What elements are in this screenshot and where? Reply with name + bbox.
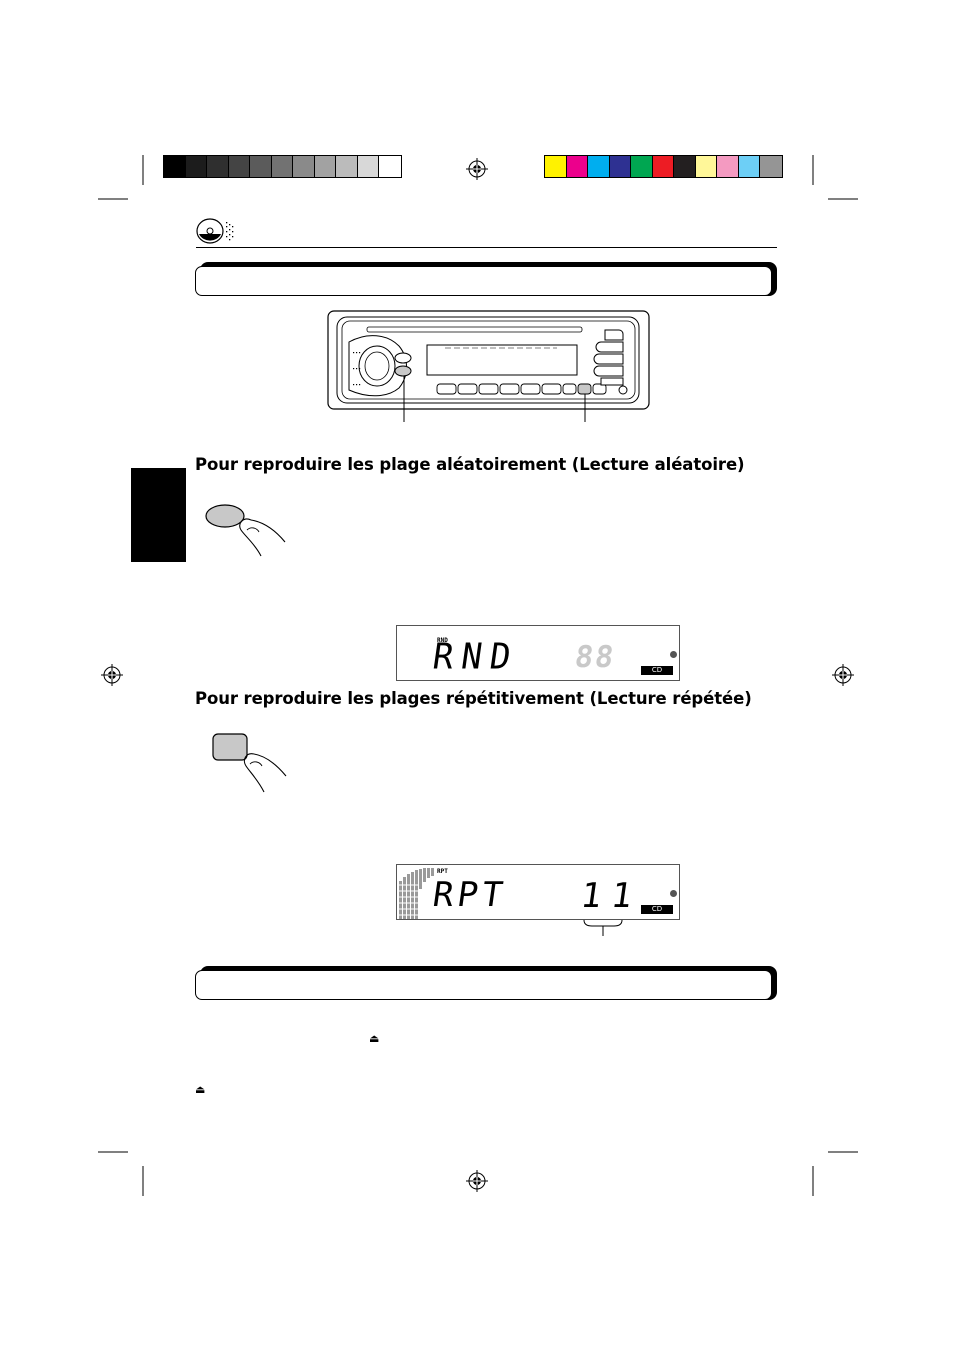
display-random: RND RND 88 CD bbox=[396, 625, 680, 681]
heading-repeat-play: Pour reproduire les plages répétitivemen… bbox=[195, 689, 752, 708]
color-swatch bbox=[545, 156, 567, 177]
display-main-text: RPT bbox=[430, 875, 510, 915]
color-swatch bbox=[609, 156, 631, 177]
color-swatch bbox=[652, 156, 674, 177]
color-swatch bbox=[357, 156, 379, 177]
registration-mark-icon bbox=[466, 158, 488, 180]
grayscale-calibration-bar bbox=[163, 155, 402, 178]
registration-mark-icon bbox=[466, 1170, 488, 1192]
display-ghost-digits: 88 bbox=[572, 640, 618, 675]
eject-icon: ⏏ bbox=[369, 1032, 380, 1045]
color-swatch bbox=[588, 156, 610, 177]
section-rule bbox=[196, 247, 777, 248]
color-swatch bbox=[631, 156, 653, 177]
finger-press-icon bbox=[205, 504, 286, 557]
color-swatch bbox=[566, 156, 588, 177]
disc-indicator-icon bbox=[670, 890, 677, 897]
color-swatch bbox=[760, 156, 782, 177]
color-swatch bbox=[250, 156, 272, 177]
level-meter-icon bbox=[399, 868, 434, 919]
color-swatch bbox=[738, 156, 760, 177]
section-title-bar bbox=[195, 262, 777, 296]
color-swatch bbox=[695, 156, 717, 177]
language-tab bbox=[131, 468, 186, 562]
display-track-number: 11 bbox=[578, 876, 645, 916]
color-swatch bbox=[336, 156, 358, 177]
color-swatch bbox=[314, 156, 336, 177]
source-badge: CD bbox=[641, 905, 673, 914]
color-swatch bbox=[293, 156, 315, 177]
color-swatch bbox=[379, 156, 401, 177]
display-repeat: RPT RPT 11 CD bbox=[396, 864, 680, 920]
cd-icon bbox=[196, 218, 234, 244]
display-main-text: RND bbox=[430, 636, 522, 678]
finger-press-icon bbox=[212, 733, 287, 793]
section-title-bar bbox=[195, 966, 777, 1000]
display-indicator: RND bbox=[437, 637, 448, 644]
heading-random-play: Pour reproduire les plage aléatoirement … bbox=[195, 455, 745, 474]
color-swatch bbox=[271, 156, 293, 177]
color-swatch bbox=[228, 156, 250, 177]
registration-mark-icon bbox=[101, 664, 123, 686]
eject-icon: ⏏ bbox=[195, 1083, 206, 1096]
control-panel-illustration bbox=[327, 310, 650, 422]
color-calibration-bar bbox=[544, 155, 783, 178]
color-swatch bbox=[207, 156, 229, 177]
source-badge: CD bbox=[641, 666, 673, 675]
track-callout-bracket bbox=[583, 919, 623, 936]
color-swatch bbox=[164, 156, 186, 177]
color-swatch bbox=[185, 156, 207, 177]
color-swatch bbox=[717, 156, 739, 177]
color-swatch bbox=[674, 156, 696, 177]
registration-mark-icon bbox=[832, 664, 854, 686]
display-indicator: RPT bbox=[437, 868, 448, 875]
disc-indicator-icon bbox=[670, 651, 677, 658]
